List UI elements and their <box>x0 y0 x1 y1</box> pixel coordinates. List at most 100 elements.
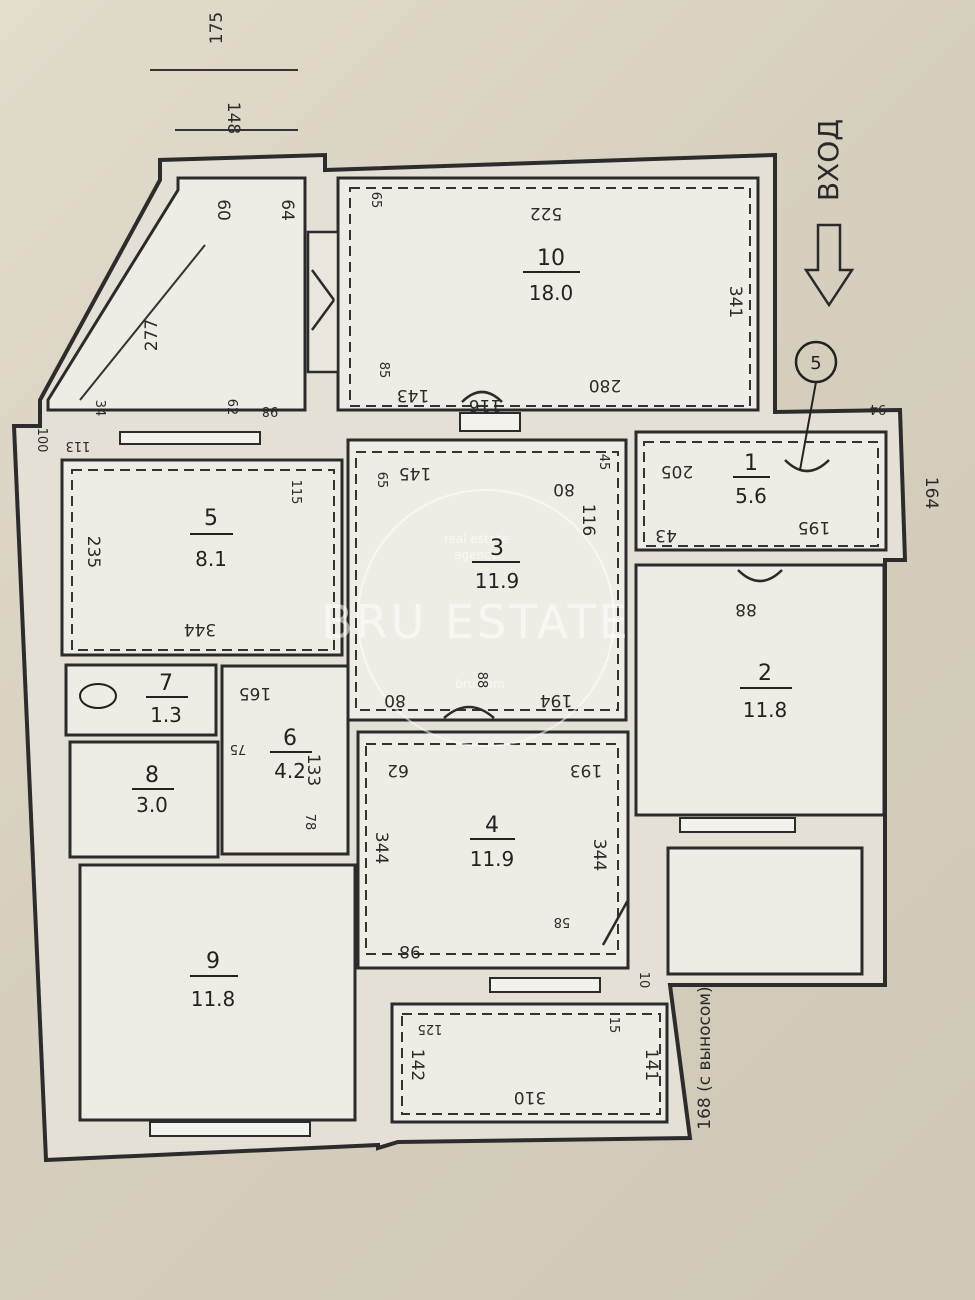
dim-235: 235 <box>83 536 103 568</box>
dim-94: 94 <box>870 401 887 416</box>
room-8-number: 8 <box>145 763 159 788</box>
room-10 <box>336 176 760 412</box>
watermark-tagline-2: agency <box>454 548 498 562</box>
entrance: ВХОД 5 <box>794 119 855 471</box>
dim-280: 280 <box>589 375 621 395</box>
room-9-number: 9 <box>206 949 220 974</box>
room-6-area: 4.2 <box>274 759 306 783</box>
dim-34: 34 <box>92 400 107 417</box>
room-3-area: 11.9 <box>475 569 520 593</box>
balcony-right <box>666 846 864 976</box>
room-9 <box>78 863 357 1122</box>
dim-142: 142 <box>407 1049 427 1081</box>
dim-164: 164 <box>921 477 941 509</box>
dim-133: 133 <box>303 754 323 786</box>
room-9-area: 11.8 <box>191 987 236 1011</box>
dim-344a: 344 <box>184 619 216 639</box>
dim-310: 310 <box>514 1087 546 1107</box>
dim-115: 115 <box>288 480 303 505</box>
watermark-tagline-1: real estate <box>444 532 508 546</box>
dim-98a: 98 <box>262 403 279 418</box>
dim-85: 85 <box>376 362 391 379</box>
room-2-area: 11.8 <box>743 698 788 722</box>
dimension-labels: 175 148 60 64 65 522 277 341 143 116 280… <box>34 12 941 1130</box>
window <box>489 977 601 993</box>
dim-78: 78 <box>302 814 317 831</box>
dim-75: 75 <box>230 741 247 756</box>
room-2-number: 2 <box>758 661 772 686</box>
dim-80b: 80 <box>384 690 406 710</box>
dim-45: 45 <box>596 454 611 471</box>
room-4-number: 4 <box>485 813 499 838</box>
window <box>679 817 796 833</box>
room-8 <box>68 740 220 859</box>
dim-168: 168 (с выносом) <box>695 986 715 1129</box>
room-3-number: 3 <box>490 536 504 561</box>
dim-165: 165 <box>239 683 271 703</box>
dim-148: 148 <box>223 102 243 134</box>
dim-341: 341 <box>725 286 745 318</box>
dim-522: 522 <box>530 203 562 223</box>
room-7-number: 7 <box>159 671 173 696</box>
dim-60: 60 <box>213 199 233 221</box>
dim-175: 175 <box>207 12 227 44</box>
dim-125: 125 <box>418 1021 443 1036</box>
balcony-bottom <box>390 1002 669 1124</box>
dim-143: 143 <box>397 385 429 405</box>
dim-193: 193 <box>570 760 602 780</box>
bay-room <box>46 176 307 412</box>
entrance-label: ВХОД <box>812 119 845 201</box>
dim-62: 62 <box>224 399 239 416</box>
door-arc <box>443 705 495 719</box>
dim-116a: 116 <box>469 395 501 415</box>
dim-277: 277 <box>142 319 162 351</box>
room-1-number: 1 <box>744 451 758 476</box>
room-7-area: 1.3 <box>150 703 182 727</box>
dim-344c: 344 <box>589 839 609 871</box>
door-arc <box>784 459 830 473</box>
dim-194: 194 <box>540 690 572 710</box>
room-8-area: 3.0 <box>136 793 168 817</box>
dim-205: 205 <box>661 461 693 481</box>
room-1-area: 5.6 <box>735 484 767 508</box>
dim-98b: 98 <box>399 941 421 961</box>
entrance-arrow-icon <box>803 223 855 308</box>
room-5-number: 5 <box>204 506 218 531</box>
dim-58: 58 <box>554 914 571 929</box>
room-5 <box>60 458 344 657</box>
dim-65b: 65 <box>374 472 389 489</box>
dim-344b: 344 <box>371 832 391 864</box>
watermark-site: bru.com <box>455 677 505 691</box>
watermark: real estate agency BRU ESTATE bru.com <box>321 489 631 747</box>
watermark-brand: BRU ESTATE <box>321 595 631 649</box>
dim-43: 43 <box>655 525 677 545</box>
entrance-marker-number: 5 <box>810 353 821 374</box>
dim-88a: 88 <box>735 599 757 619</box>
dim-113: 113 <box>66 438 91 453</box>
dim-145: 145 <box>399 463 431 483</box>
window <box>149 1121 311 1137</box>
dim-64: 64 <box>277 199 297 221</box>
dim-65a: 65 <box>368 192 383 209</box>
dim-80a: 80 <box>553 479 575 499</box>
room-7 <box>64 663 218 737</box>
dim-100: 100 <box>34 428 49 453</box>
room-2 <box>634 563 886 817</box>
room-labels: 10 18.0 1 5.6 5 8.1 3 11.9 2 11.8 7 1.3 … <box>132 246 792 1011</box>
window <box>119 431 261 445</box>
dim-15: 15 <box>606 1017 621 1034</box>
door-arc <box>737 569 783 583</box>
room-3 <box>346 438 628 722</box>
room-10-number: 10 <box>537 246 565 271</box>
dim-62b: 62 <box>387 760 409 780</box>
dim-116b: 116 <box>578 504 598 536</box>
room-1 <box>634 430 888 552</box>
dim-88b: 88 <box>474 672 489 689</box>
room-5-area: 8.1 <box>195 547 227 571</box>
dim-10: 10 <box>636 972 651 989</box>
dim-195: 195 <box>798 517 830 537</box>
door-arc <box>461 390 503 403</box>
room-4-area: 11.9 <box>470 847 515 871</box>
dim-141: 141 <box>641 1049 661 1081</box>
